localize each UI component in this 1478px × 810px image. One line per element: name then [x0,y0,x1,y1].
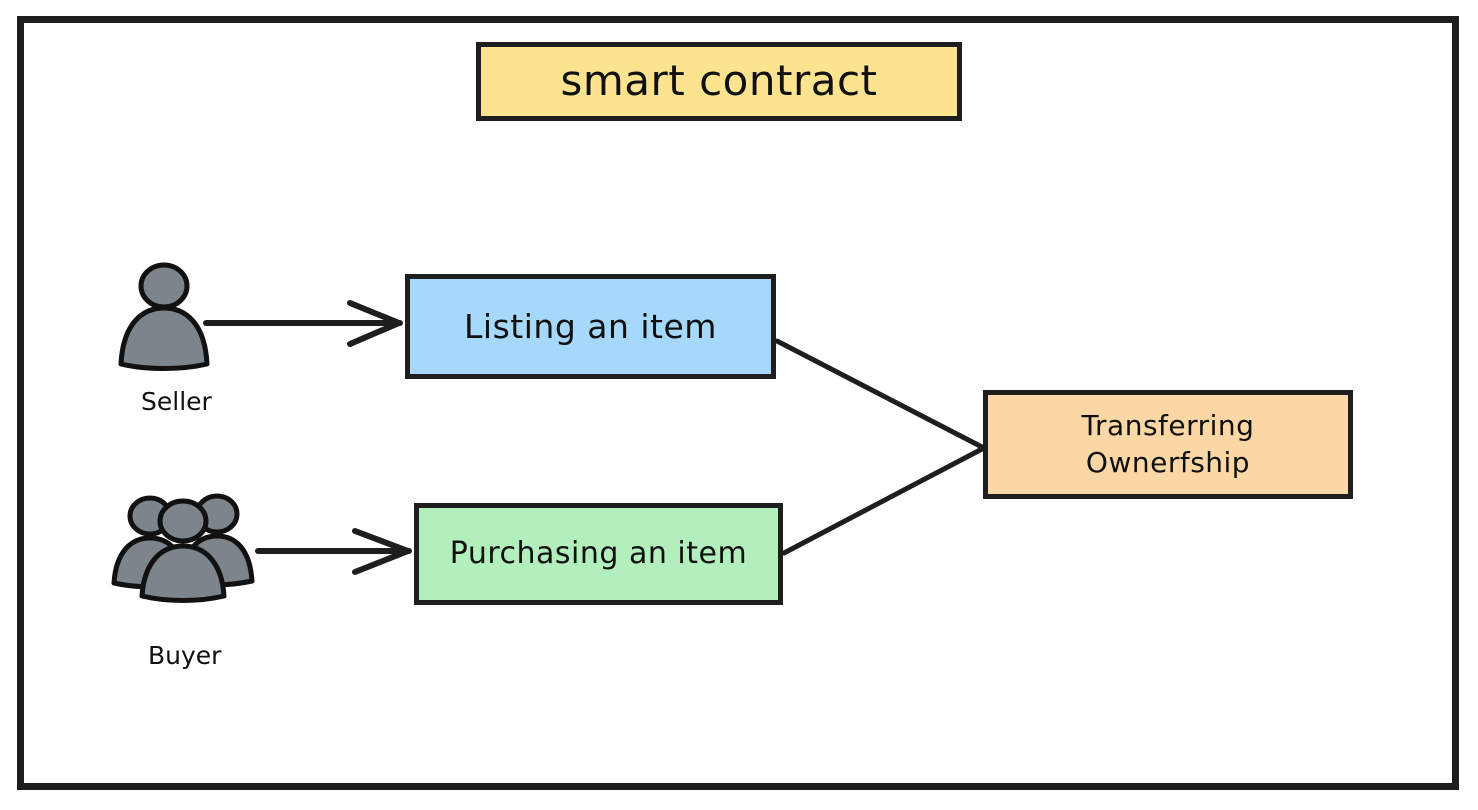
node-label-transferring-ownership: Transferring Ownerfship [1081,409,1255,479]
node-listing-an-item: Listing an item [405,274,776,379]
actor-seller [112,258,222,373]
group-of-people-icon [111,493,255,603]
node-transferring-ownership: Transferring Ownerfship [983,390,1353,499]
node-label-purchasing-an-item: Purchasing an item [449,535,748,571]
node-label-smart-contract: smart contract [560,56,878,106]
node-smart-contract-title: smart contract [476,42,962,121]
actor-buyer [104,486,264,606]
node-label-listing-an-item: Listing an item [464,306,717,346]
actor-caption-seller: Seller [141,387,212,416]
actor-caption-buyer: Buyer [148,641,222,670]
node-purchasing-an-item: Purchasing an item [414,503,783,605]
diagram-outer-frame [17,16,1459,790]
single-person-icon [118,262,210,371]
